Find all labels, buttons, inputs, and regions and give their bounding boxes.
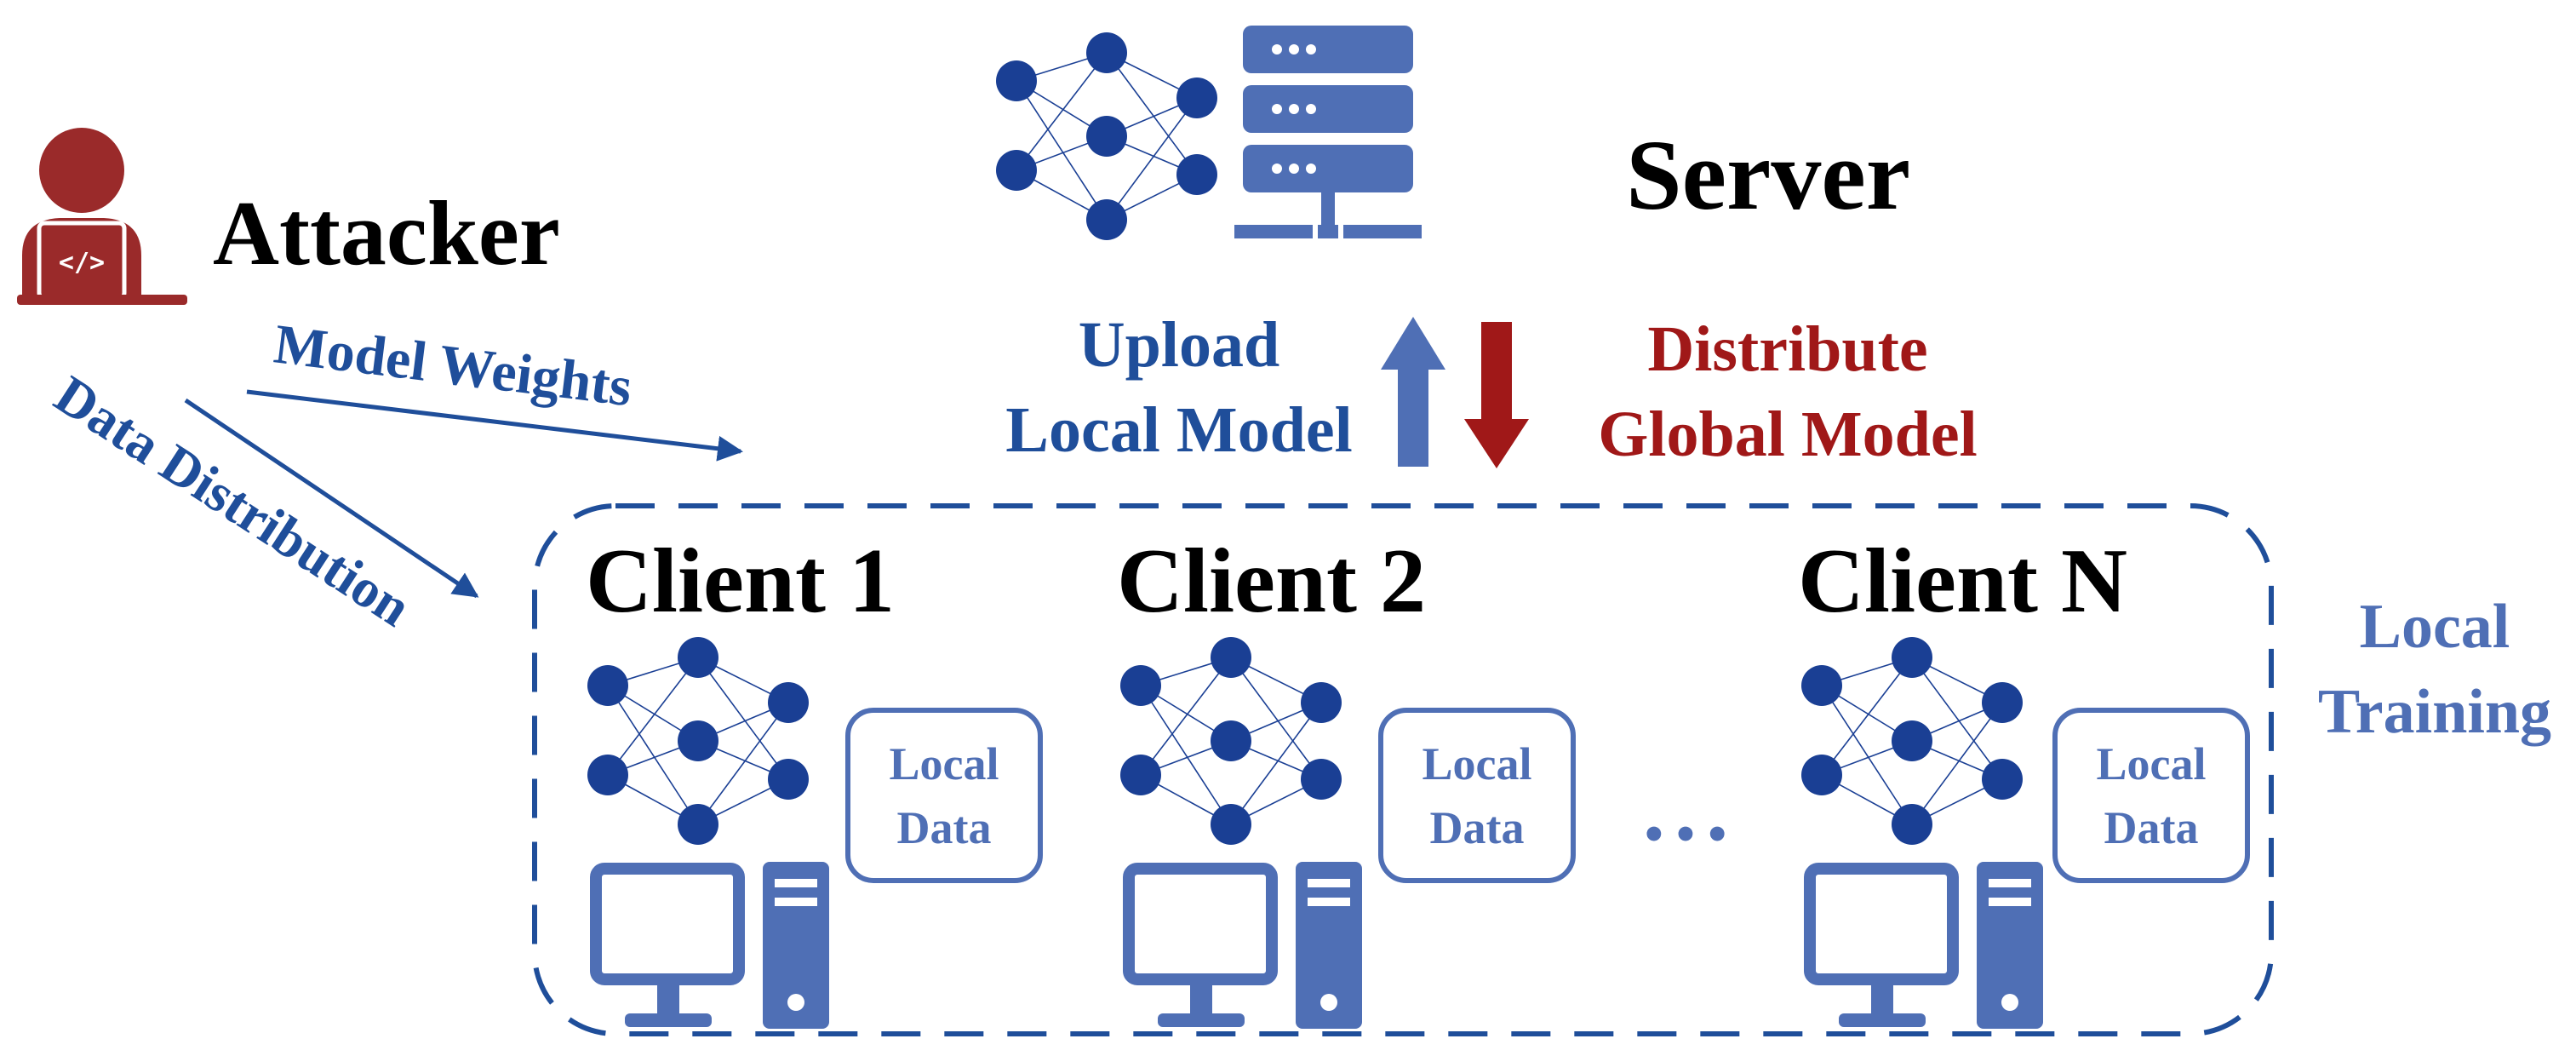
upload-label-line1: Upload	[1079, 309, 1280, 381]
model-weights-arrow	[246, 389, 743, 462]
client-n-local-data-line1: Local	[2097, 738, 2207, 789]
client-n-local-data-line2: Data	[2104, 802, 2199, 853]
server-neural-network-icon	[995, 32, 1218, 241]
client-2-neural-network-icon	[1119, 636, 1342, 846]
client-2-label: Client 2	[1117, 531, 1426, 632]
client-n-local-data-box	[2052, 708, 2250, 883]
client-1-neural-network-icon	[587, 636, 810, 846]
server-label: Server	[1626, 119, 1910, 231]
client-1-label: Client 1	[586, 531, 895, 632]
attacker-label: Attacker	[213, 183, 560, 284]
local-training-label-line1: Local	[2360, 592, 2510, 662]
client-n-neural-network-icon	[1800, 636, 2024, 846]
client-2-local-data-line1: Local	[1423, 738, 1532, 789]
distribute-label-line1: Distribute	[1647, 313, 1927, 385]
client-n-desktop-icon	[1810, 862, 2043, 1029]
client-2-desktop-icon	[1129, 862, 1362, 1029]
local-training-boundary	[532, 503, 2274, 1036]
server-rack-icon	[1234, 26, 1422, 238]
svg-text:</>: </>	[59, 248, 105, 278]
client-2: Client 2 Local Data	[1117, 531, 1576, 1029]
client-1: Client 1 Local Data	[586, 531, 1043, 1029]
attacker-icon: </>	[17, 128, 187, 305]
local-training-label-line2: Training	[2318, 677, 2551, 747]
client-1-desktop-icon	[596, 862, 829, 1029]
distribute-label-line2: Global Model	[1598, 399, 1977, 470]
client-1-local-data-line1: Local	[890, 738, 999, 789]
upload-arrow	[1381, 317, 1445, 467]
more-clients-ellipsis: • • •	[1645, 806, 1726, 864]
client-2-local-data-box	[1378, 708, 1576, 883]
client-2-local-data-line2: Data	[1430, 802, 1525, 853]
client-1-local-data-line2: Data	[897, 802, 992, 853]
client-n-label: Client N	[1798, 531, 2127, 632]
upload-label-line2: Local Model	[1005, 394, 1352, 466]
client-n: Client N Local Data	[1798, 531, 2250, 1029]
data-distribution-arrow	[184, 398, 479, 599]
client-1-local-data-box	[845, 708, 1043, 883]
distribute-arrow	[1464, 322, 1529, 468]
